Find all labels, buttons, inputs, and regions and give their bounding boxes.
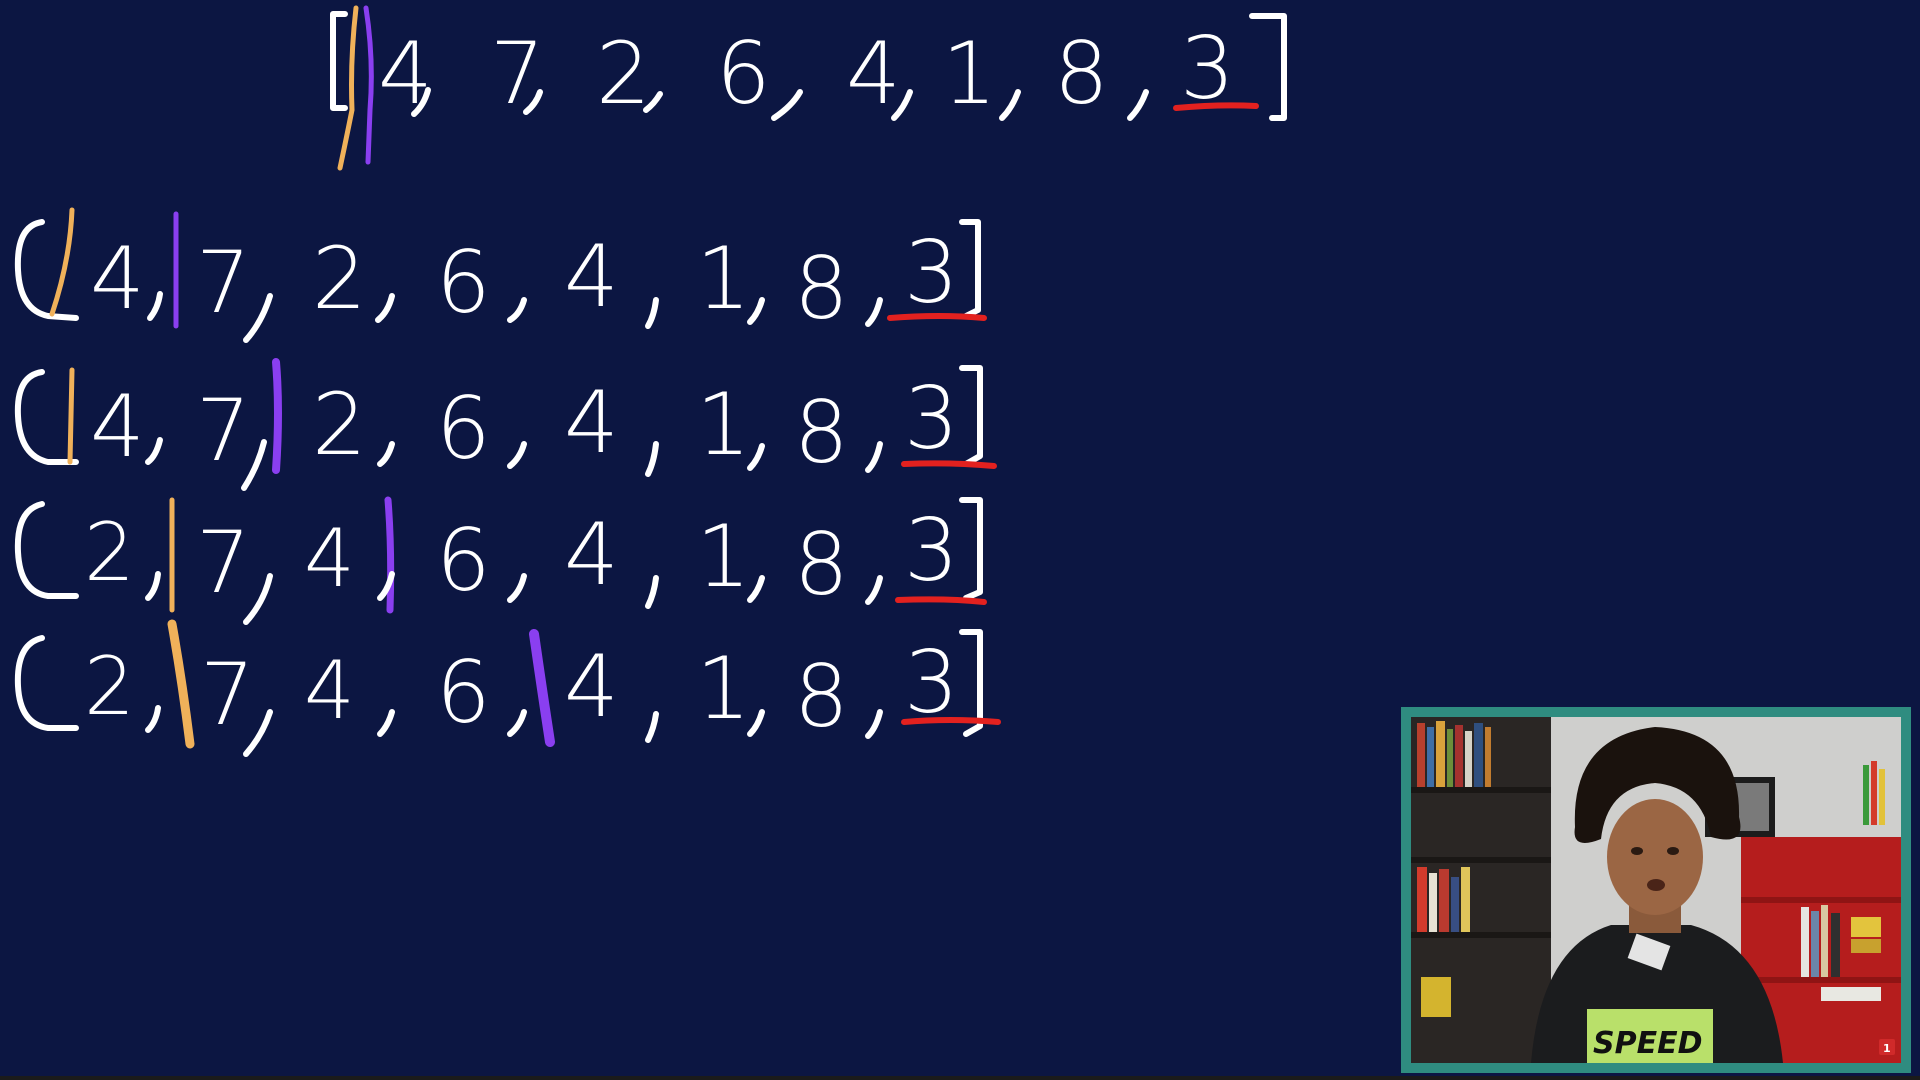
row-2	[14, 358, 997, 491]
row-2-val-1: 7	[196, 381, 251, 481]
pointer-i-mark	[167, 619, 195, 749]
pointer-i-mark	[67, 367, 75, 465]
pivot-underline	[1173, 102, 1259, 111]
row-1-val-6: 8	[794, 239, 849, 339]
row-4-val-0: 2	[84, 640, 135, 733]
row-3-val-0: 2	[84, 506, 135, 599]
row-3-val-4: 4	[564, 505, 619, 605]
pointer-j-mark	[272, 358, 282, 474]
pointer-i-mark	[337, 5, 359, 171]
open-bracket	[14, 369, 79, 465]
pointer-i-mark	[49, 207, 75, 317]
notification-badge	[1879, 1039, 1895, 1055]
row-3-val-2: 4	[304, 512, 355, 605]
row-1-val-5: 1	[696, 229, 751, 329]
row-4-val-2: 4	[304, 644, 355, 737]
pointer-j-mark	[384, 496, 395, 614]
books-right	[1801, 905, 1881, 1001]
row-0-val-5: 1	[942, 24, 997, 124]
open-bracket	[330, 11, 348, 111]
pointer-j-mark	[363, 5, 374, 165]
row-1-val-2: 2	[312, 229, 367, 329]
presenter-face	[1607, 799, 1703, 915]
webcam-overlay: SPEED 1	[1401, 707, 1911, 1073]
row-0-val-1: 7	[490, 24, 545, 124]
webcam-feed: SPEED 1	[1411, 717, 1901, 1063]
close-bracket	[959, 497, 983, 601]
bottom-edge	[0, 1076, 1920, 1080]
close-bracket	[1249, 13, 1287, 121]
row-1-val-1: 7	[196, 233, 251, 333]
row-3-val-6: 8	[794, 515, 849, 615]
row-2-val-5: 1	[696, 375, 751, 475]
close-bracket	[959, 219, 981, 319]
row-1-val-7-pivot: 3	[904, 223, 959, 323]
close-bracket	[959, 629, 983, 737]
row-2-val-7-pivot: 3	[904, 369, 959, 469]
row-3	[14, 496, 987, 625]
row-2-val-4: 4	[564, 373, 619, 473]
row-0-val-0: 4	[378, 24, 433, 124]
notification-count: 1	[1883, 1042, 1891, 1055]
pivot-underline	[895, 596, 987, 605]
row-3-val-3: 6	[436, 511, 491, 611]
row-0	[330, 5, 1287, 171]
pivot-underline	[901, 460, 997, 469]
row-0-val-4: 4	[846, 24, 901, 124]
row-4-val-5: 1	[696, 639, 751, 739]
row-0-val-3: 6	[716, 24, 771, 124]
row-0-val-2: 2	[596, 24, 651, 124]
pivot-underline	[901, 717, 1001, 725]
row-0-val-6: 8	[1054, 24, 1109, 124]
row-1-val-4: 4	[564, 227, 619, 327]
close-bracket	[959, 365, 983, 467]
row-3-val-5: 1	[696, 507, 751, 607]
presenter-video: SPEED 1	[1411, 717, 1901, 1063]
row-1-val-3: 6	[436, 233, 491, 333]
row-4	[14, 619, 1001, 757]
open-bracket	[14, 219, 79, 321]
row-2-val-2: 2	[312, 375, 367, 475]
row-3-val-1: 7	[196, 513, 251, 613]
pointer-j-mark	[529, 629, 555, 747]
open-bracket	[14, 635, 79, 731]
row-2-val-0: 4	[90, 377, 145, 477]
row-4-val-6: 8	[794, 647, 849, 747]
shirt-text: SPEED	[1593, 1026, 1702, 1061]
row-3-val-7-pivot: 3	[904, 501, 959, 601]
row-2-val-6: 8	[794, 383, 849, 483]
row-4-val-1: 7	[200, 645, 255, 745]
open-bracket	[14, 501, 79, 599]
books-left	[1417, 721, 1491, 1017]
row-4-val-7-pivot: 3	[904, 633, 959, 733]
presenter-hair	[1574, 727, 1741, 843]
row-4-val-4: 4	[564, 637, 619, 737]
row-1	[14, 207, 987, 343]
row-1-val-0: 4	[90, 229, 145, 329]
shirt-print	[1587, 1009, 1713, 1063]
pivot-underline	[887, 313, 987, 321]
row-0-val-7-pivot: 3	[1180, 19, 1235, 119]
row-2-val-3: 6	[436, 379, 491, 479]
row-4-val-3: 6	[436, 643, 491, 743]
